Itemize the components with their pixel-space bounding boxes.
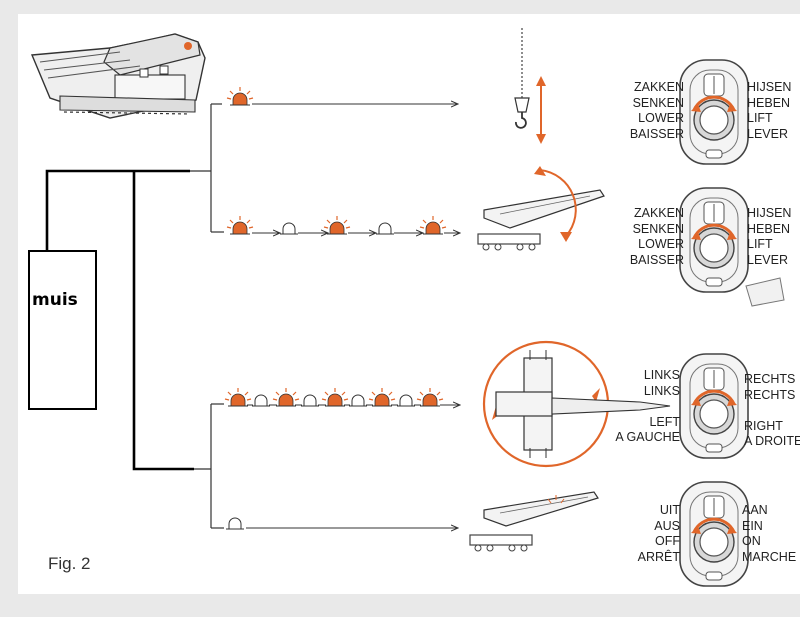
blinking-lamp-icon (226, 215, 254, 235)
control-knob-icon (678, 352, 750, 460)
signal-sequence-power (225, 517, 458, 530)
hook-icon (514, 28, 546, 144)
blinking-lamp-icon (226, 86, 254, 106)
row-boom-right-label: HIJSEN HEBEN LIFT LEVER (747, 206, 792, 267)
signal-sequence-rotate (224, 387, 460, 407)
blinking-lamp-icon (416, 387, 444, 407)
crane-model-icon (30, 33, 206, 119)
lamp-off-icon (396, 394, 416, 407)
row-hoist-right-label: HIJSEN HEBEN LIFT LEVER (747, 80, 792, 141)
figure-label: Fig. 2 (48, 554, 91, 573)
signal-sequence-hoist (226, 86, 458, 106)
connection-lines (190, 103, 224, 529)
row-power-left-label: UIT AUS OFF ARRÊT (637, 503, 680, 564)
black-wiring (45, 169, 194, 471)
row-boom-left-label: ZAKKEN SENKEN LOWER BAISSER (629, 206, 684, 267)
lamp-off-icon (348, 394, 368, 407)
lamp-off-icon (251, 394, 271, 407)
row-rotate-right-label: RECHTS RECHTS RIGHT A DROITE (744, 372, 800, 449)
row-rotate-left-label: LINKS LINKS LEFT A GAUCHE (615, 368, 680, 445)
blinking-lamp-icon (323, 215, 351, 235)
signal-sequence-boom (226, 215, 460, 235)
mouse-box (28, 250, 97, 410)
lamp-off-icon (375, 222, 395, 235)
control-knob-icon (678, 480, 750, 588)
blinking-lamp-icon (321, 387, 349, 407)
lamp-off-icon (279, 222, 299, 235)
blinking-lamp-icon (368, 387, 396, 407)
crane-boom-icon (477, 166, 605, 251)
blinking-lamp-icon (272, 387, 300, 407)
control-knob-icon (678, 186, 750, 294)
mouse-label: muis (32, 290, 78, 310)
control-knob-icon (678, 58, 750, 166)
lamp-off-icon (300, 394, 320, 407)
lamp-off-icon (225, 517, 245, 530)
row-hoist-left-label: ZAKKEN SENKEN LOWER BAISSER (629, 80, 684, 141)
row-power-right-label: AAN EIN ON MARCHE (742, 503, 797, 564)
crane-boom-icon (469, 491, 599, 552)
rotation-topview-icon (482, 340, 671, 468)
blinking-lamp-icon (419, 215, 447, 235)
blinking-lamp-icon (224, 387, 252, 407)
